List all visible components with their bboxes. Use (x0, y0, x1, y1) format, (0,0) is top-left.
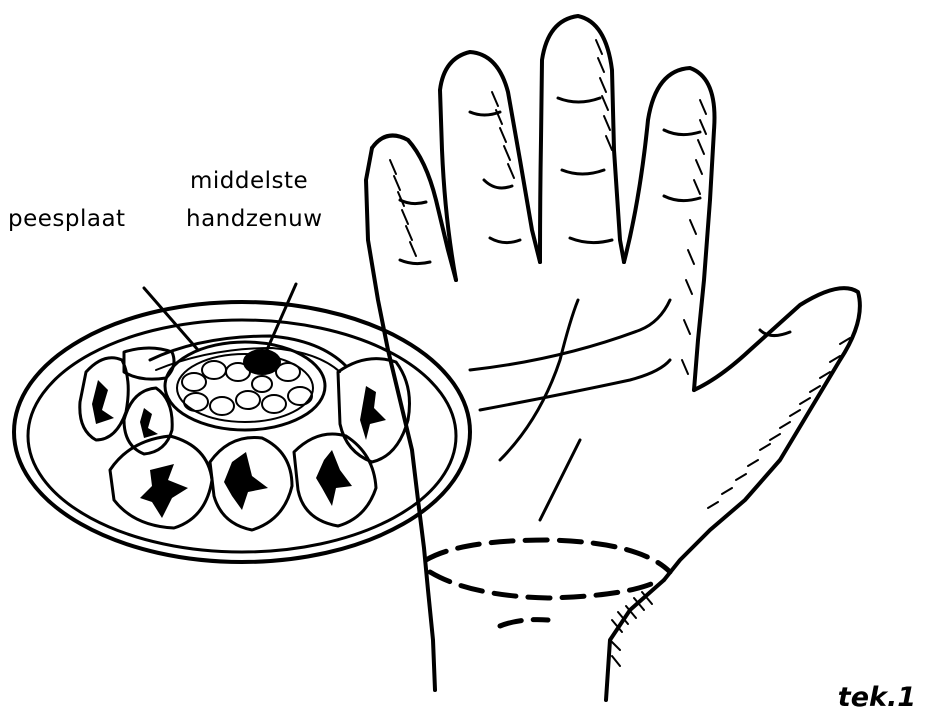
leader-line-handzenuw (266, 284, 296, 352)
carpal-bones (80, 348, 410, 530)
finger-creases (400, 98, 790, 336)
label-median-nerve-line1: middelste (190, 170, 308, 193)
hand-outline (366, 16, 860, 700)
label-median-nerve-line2: handzenuw (186, 208, 323, 231)
wrist-cross-section (14, 302, 470, 562)
wrist-dashed-band (426, 540, 670, 626)
median-nerve (244, 350, 280, 374)
palm-creases (470, 300, 670, 520)
label-peesplaat: peesplaat (8, 208, 126, 231)
tendon-sheath (150, 336, 346, 430)
figure-number: tek.1 (838, 684, 916, 711)
hand-shading (390, 40, 850, 666)
leader-lines (144, 284, 296, 352)
leader-line-peesplaat (144, 288, 198, 350)
